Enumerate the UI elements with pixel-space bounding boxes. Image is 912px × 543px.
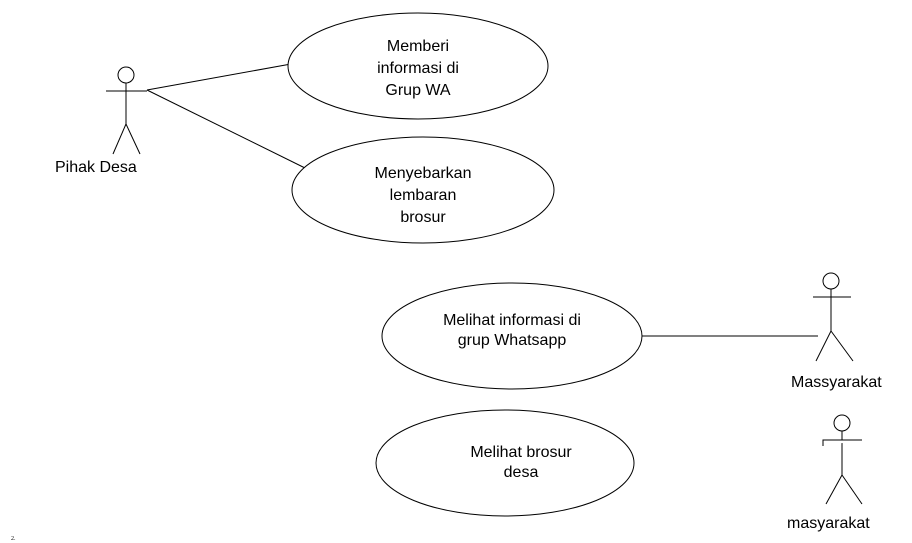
use-case-label: Menyebarkan bbox=[375, 165, 472, 182]
use-case-menyebarkan-brosur bbox=[291, 136, 555, 244]
actor-label: Pihak Desa bbox=[55, 159, 137, 176]
association-pihak-desa-memberi-informasi bbox=[146, 63, 292, 91]
use-case-label: Grup WA bbox=[385, 82, 451, 99]
use-case-label: Memberi bbox=[387, 38, 449, 55]
use-case-label: grup Whatsapp bbox=[458, 332, 567, 349]
actor-massyarakat-icon bbox=[813, 272, 854, 362]
actor-masyarakat-icon bbox=[822, 414, 863, 505]
actor-label: masyarakat bbox=[787, 515, 870, 532]
actor-pihak-desa-icon bbox=[106, 66, 147, 155]
use-case-label: Melihat informasi di bbox=[443, 312, 581, 329]
use-case-label: desa bbox=[504, 464, 539, 481]
use-case-melihat-brosur bbox=[375, 409, 635, 517]
use-case-memberi-informasi bbox=[287, 12, 549, 120]
association-pihak-desa-menyebarkan-brosur bbox=[146, 89, 306, 169]
use-case-label: informasi di bbox=[377, 60, 459, 77]
footnote-text: 2. bbox=[11, 536, 16, 542]
actor-label: Massyarakat bbox=[791, 374, 882, 391]
use-case-label: brosur bbox=[400, 209, 446, 226]
use-case-label: Melihat brosur bbox=[470, 444, 572, 461]
use-case-label: lembaran bbox=[390, 187, 457, 204]
use-case-melihat-info-whatsapp bbox=[381, 282, 643, 390]
